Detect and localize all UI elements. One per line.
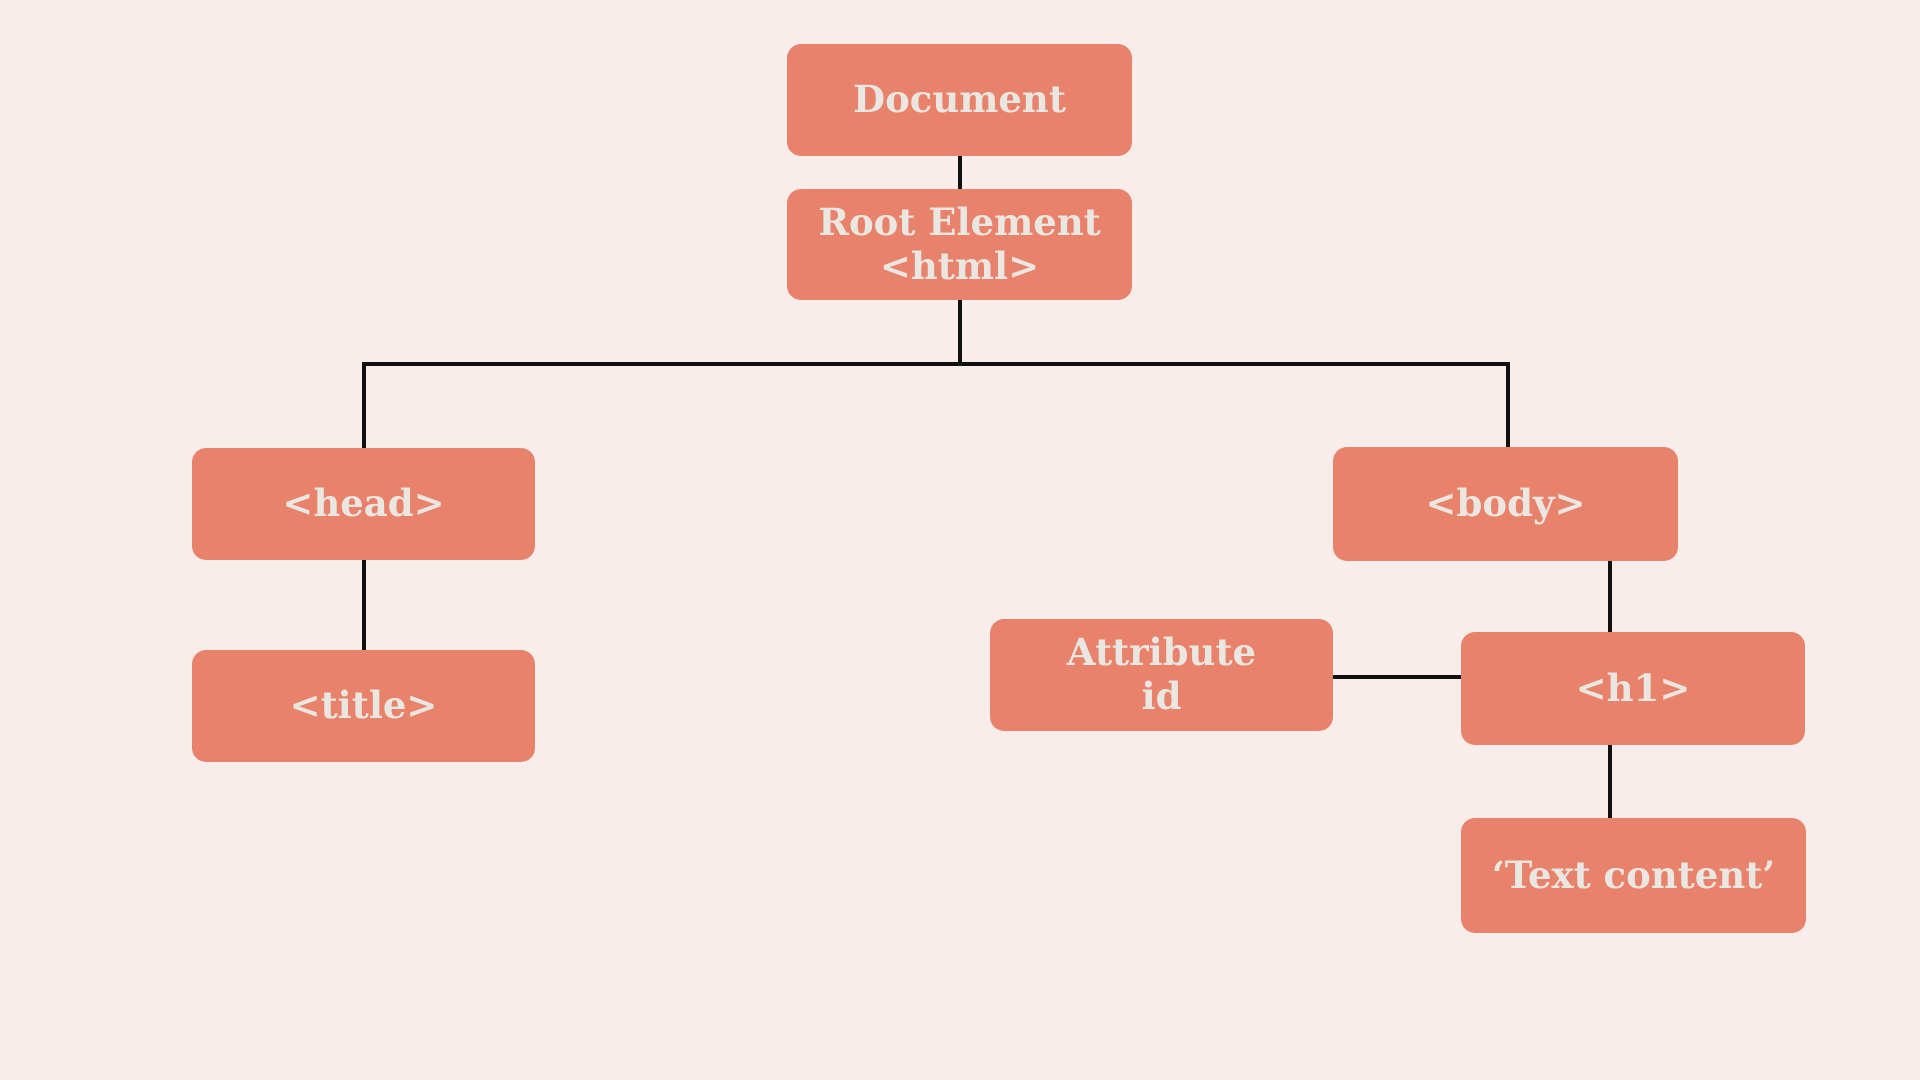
connector-document-root xyxy=(958,156,962,189)
node-document: Document xyxy=(787,44,1132,156)
connector-h1-textcontent xyxy=(1608,745,1612,818)
node-h1-label: <h1> xyxy=(1575,665,1691,710)
node-body: <body> xyxy=(1333,447,1678,561)
node-root-element-label-line2: <html> xyxy=(879,243,1040,288)
node-document-label: Document xyxy=(853,77,1066,122)
connector-root-branch xyxy=(958,300,962,364)
node-text-content: ‘Text content’ xyxy=(1461,818,1806,933)
node-attribute-id-label-line1: Attribute xyxy=(1066,630,1257,675)
connector-attribute-h1 xyxy=(1333,675,1461,679)
node-h1: <h1> xyxy=(1461,632,1805,745)
node-attribute-id-label-line2: id xyxy=(1141,674,1182,718)
connector-head-title xyxy=(362,560,366,650)
node-text-content-label: ‘Text content’ xyxy=(1491,852,1776,897)
connector-branch-body xyxy=(1506,362,1510,447)
connector-branch-horizontal xyxy=(362,362,1510,366)
node-title-label: <title> xyxy=(289,683,438,728)
node-root-element: Root Element <html> xyxy=(787,189,1132,300)
node-root-element-label-line1: Root Element xyxy=(818,199,1101,244)
node-attribute-id: Attribute id xyxy=(990,619,1333,731)
node-body-label: <body> xyxy=(1425,481,1586,526)
connector-body-h1 xyxy=(1608,561,1612,632)
connector-branch-head xyxy=(362,362,366,448)
node-title: <title> xyxy=(192,650,535,762)
node-head-label: <head> xyxy=(282,481,445,526)
node-head: <head> xyxy=(192,448,535,560)
